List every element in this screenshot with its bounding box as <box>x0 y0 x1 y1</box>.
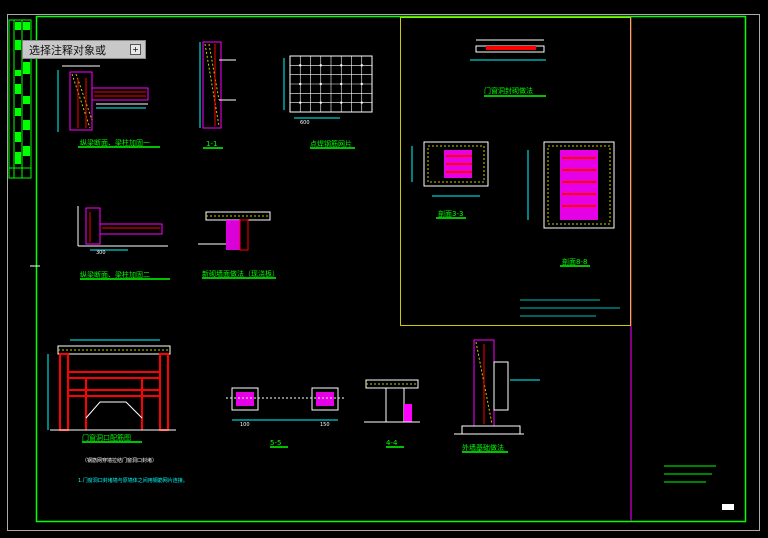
mesh-weld-point <box>340 82 343 86</box>
title-door-lintel-top: 门窗洞封砌做法 <box>484 86 533 95</box>
detail-foundation[interactable] <box>454 339 540 453</box>
title-block <box>664 465 734 510</box>
section-8-8[interactable] <box>527 141 615 267</box>
notes-upper-right <box>520 299 620 317</box>
section-3-3[interactable] <box>411 141 489 219</box>
mesh-weld-point <box>340 64 343 67</box>
detail-slab-section[interactable] <box>198 211 276 279</box>
door-opening-elevation[interactable] <box>47 339 176 443</box>
mesh-weld-point <box>340 101 343 104</box>
label-section-5-5: 5-5 <box>270 439 281 447</box>
dim-label-c: 150 <box>320 422 330 428</box>
mesh-weld-point <box>299 82 302 86</box>
mesh-weld-point <box>360 101 363 104</box>
command-prompt-tooltip[interactable]: 选择注释对象或 + <box>22 40 146 59</box>
detail-door-lintel-top[interactable] <box>470 39 546 97</box>
title-slab-section: 新砌墙面做法（现浇板） <box>202 269 279 278</box>
mesh-weld-point <box>319 64 322 67</box>
mesh-weld-point <box>319 82 322 86</box>
mesh-weld-point <box>299 101 302 104</box>
title-foundation: 外墙基础做法 <box>462 443 504 452</box>
left-revision-strip <box>8 19 32 179</box>
title-detail-2: 纵梁断面、梁柱加固二 <box>80 270 150 279</box>
upper-right-panel <box>400 17 631 326</box>
label-section-1-1: 1-1 <box>206 140 217 148</box>
label-section-4-4: 4-4 <box>386 439 398 447</box>
mesh-weld-point <box>299 64 302 67</box>
subtitle-door-opening: （钢筋网穿墙拉结门窗洞口封堵） <box>82 457 157 464</box>
title-detail-1: 纵梁断面、梁柱加固一 <box>80 138 150 147</box>
title-rebar-mesh: 点焊钢筋网片 <box>310 139 352 148</box>
title-section-8-8: 剖面8-8 <box>562 257 587 266</box>
mesh-weld-point <box>360 82 363 86</box>
dim-label-b: 600 <box>300 120 310 126</box>
mesh-weld-point <box>319 101 322 104</box>
detail-beam-slab-2[interactable] <box>77 206 170 280</box>
outer-sheet-border <box>7 14 760 531</box>
dim-label-a: 300 <box>96 250 106 256</box>
mesh-weld-point <box>360 64 363 67</box>
plus-icon[interactable]: + <box>130 44 141 55</box>
rebar-mesh-grid[interactable] <box>283 55 373 149</box>
note-door-opening: 1.门窗洞口封堵墙与原墙体之间用钢筋网片连接。 <box>78 477 188 484</box>
dim-label-d: 100 <box>240 422 250 428</box>
command-prompt-text: 选择注释对象或 <box>29 43 106 57</box>
detail-beam-slab-1[interactable] <box>57 65 160 148</box>
title-door-opening: 门窗洞口配筋图 <box>82 433 131 442</box>
section-5-5[interactable] <box>226 387 344 448</box>
title-section-3-3: 剖面3-3 <box>438 209 463 218</box>
section-4-4[interactable] <box>364 379 420 448</box>
drawing-frame <box>35 15 747 523</box>
section-1-1[interactable] <box>199 41 236 149</box>
